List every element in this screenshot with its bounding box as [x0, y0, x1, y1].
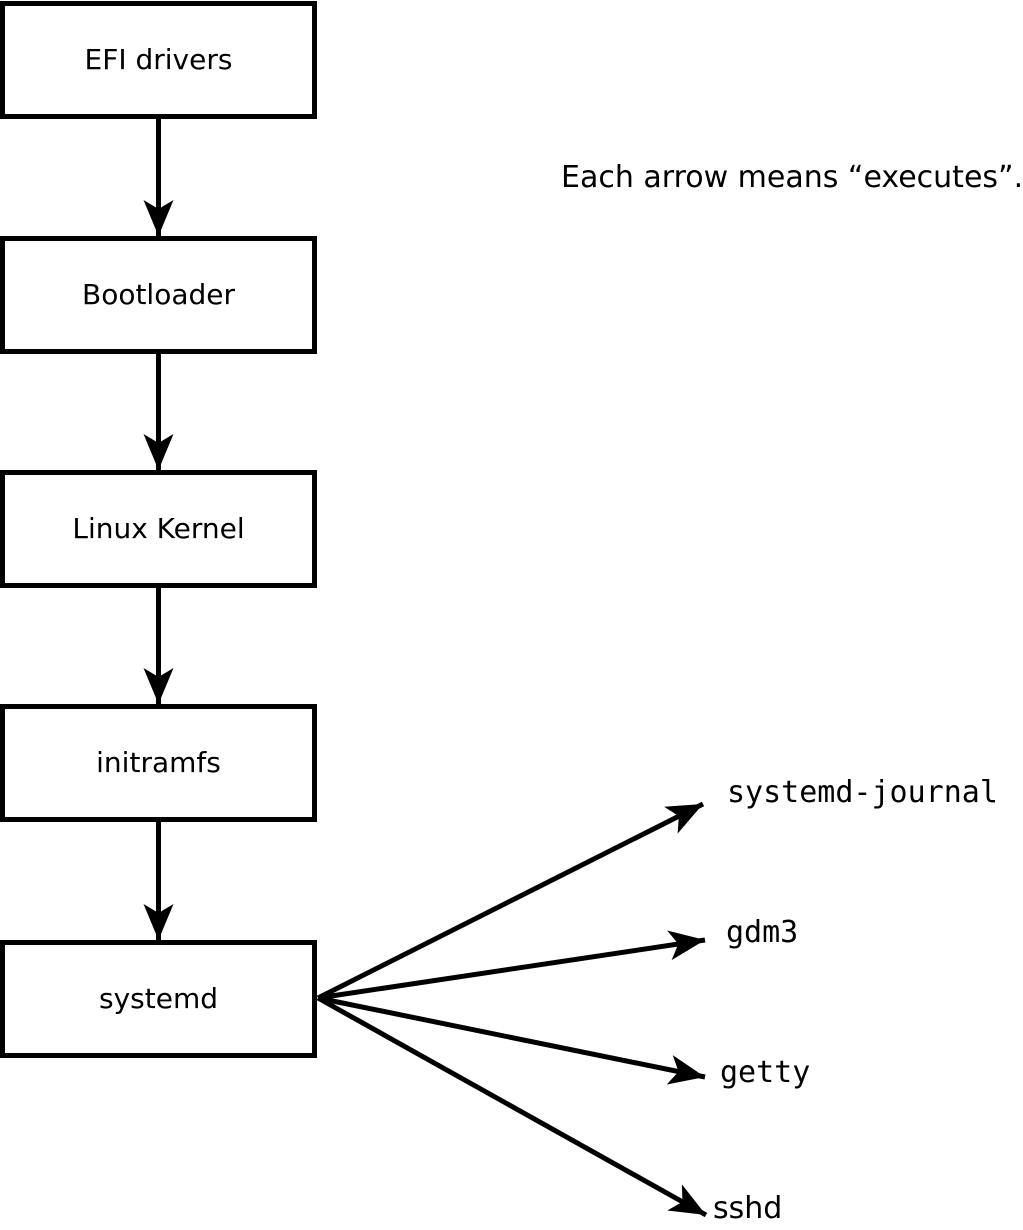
fanout-label-getty: getty: [720, 1055, 811, 1090]
box-efi-drivers-label: EFI drivers: [84, 43, 233, 76]
box-efi-drivers: EFI drivers: [0, 1, 317, 119]
box-linux-kernel-label: Linux Kernel: [72, 512, 245, 545]
box-systemd: systemd: [0, 940, 317, 1058]
box-bootloader-label: Bootloader: [81, 278, 236, 311]
box-bootloader: Bootloader: [0, 236, 317, 354]
box-initramfs: initramfs: [0, 704, 317, 822]
arrow-systemd-to-journal: [316, 801, 705, 1001]
arrow-systemd-to-sshd: [316, 995, 708, 1218]
arrow-systemd-to-gdm3: [317, 930, 706, 1001]
box-linux-kernel: Linux Kernel: [0, 470, 317, 588]
box-initramfs-label: initramfs: [96, 746, 221, 779]
arrow-systemd-to-getty: [317, 995, 706, 1085]
arrow-meaning-note: Each arrow means “executes”.: [561, 160, 1023, 195]
fanout-label-sshd: sshd: [713, 1191, 783, 1226]
fanout-label-systemd-journal: systemd-journal: [727, 775, 998, 810]
box-systemd-label: systemd: [99, 982, 218, 1015]
fanout-label-gdm3: gdm3: [726, 915, 799, 950]
